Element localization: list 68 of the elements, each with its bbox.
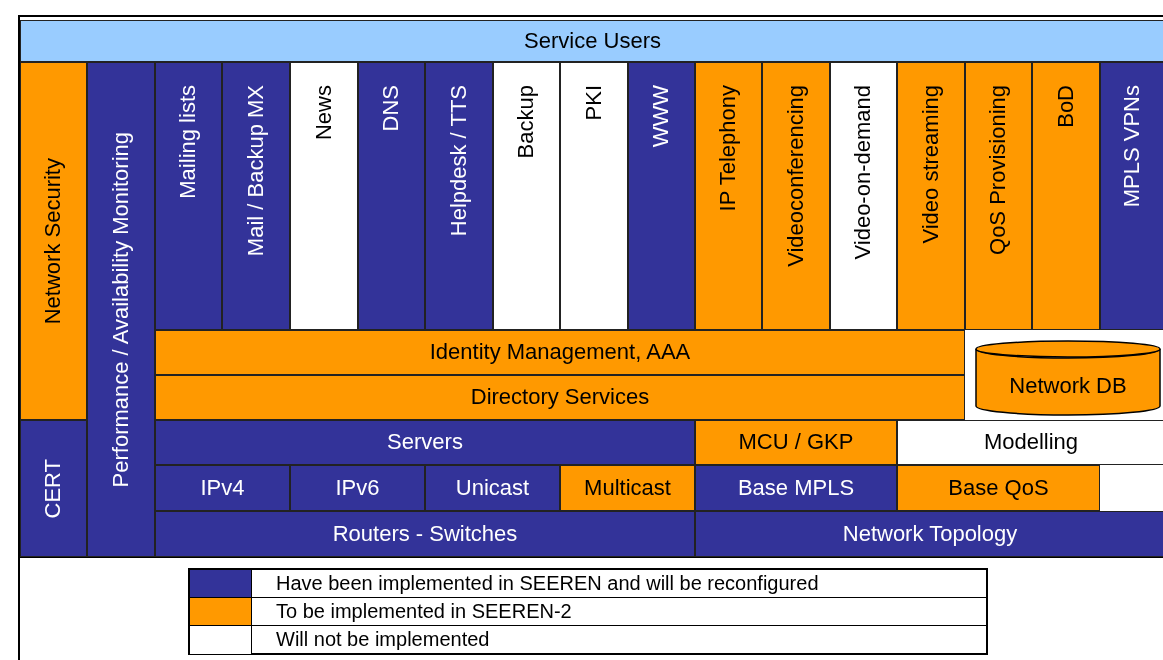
block-label: Service Users (524, 28, 661, 54)
block-label: QoS Provisioning (986, 85, 1011, 255)
block-label: Performance / Availability Monitoring (108, 131, 134, 488)
legend-text: To be implemented in SEEREN-2 (276, 600, 572, 623)
service-column (20, 420, 87, 557)
service-column (1100, 62, 1163, 330)
layer-block (897, 465, 1100, 511)
block-label: Unicast (455, 475, 530, 501)
layer-band (20, 20, 1163, 62)
block-label: Routers - Switches (332, 521, 518, 547)
service-column (830, 62, 897, 330)
layer-block (155, 375, 965, 420)
legend-text: Have been implemented in SEEREN and will be reconfigured (276, 572, 819, 595)
service-column (20, 62, 87, 420)
layer-block (695, 420, 897, 465)
block-label: Modelling (983, 430, 1079, 455)
layer-block (290, 465, 425, 511)
service-column (762, 62, 830, 330)
block-label: CERT (41, 458, 66, 519)
service-column (560, 62, 628, 330)
layer-block (695, 465, 897, 511)
block-label: IP Telephony (716, 85, 741, 212)
block-label: Servers (387, 430, 463, 455)
block-label: Base MPLS (737, 475, 855, 501)
layer-block (695, 511, 1163, 557)
service-column (628, 62, 695, 330)
block-label: News (311, 85, 337, 140)
block-label: Base QoS (948, 475, 1049, 501)
layer-block (897, 420, 1163, 465)
service-column (425, 62, 493, 330)
block-label: Network Security (41, 157, 66, 325)
layer-block (155, 511, 695, 557)
layer-block (425, 465, 560, 511)
legend-text: Will not be implemented (276, 628, 490, 651)
block-label: MPLS VPNs (1120, 85, 1145, 208)
layer-block (155, 330, 965, 375)
block-label: Backup (514, 85, 539, 159)
block-label: Identity Management, AAA (429, 340, 691, 365)
service-column (290, 62, 358, 330)
service-column (1032, 62, 1100, 330)
service-column (493, 62, 560, 330)
block-label: Network DB (1009, 373, 1127, 399)
block-label: Video streaming (918, 85, 944, 244)
block-label: Network Topology (842, 521, 1018, 547)
block-label: Mailing lists (176, 85, 201, 199)
service-column (965, 62, 1032, 330)
layer-block (155, 465, 290, 511)
block-label: BoD (1053, 85, 1079, 128)
block-label: Mail / Backup MX (243, 85, 269, 257)
block-label: PKI (581, 85, 607, 121)
service-column (155, 62, 222, 330)
layer-block (155, 420, 695, 465)
block-label: IPv6 (335, 475, 380, 501)
block-label: Videoconferencing (783, 85, 809, 267)
block-label: IPv4 (200, 475, 245, 501)
service-column (222, 62, 290, 330)
block-label: Multicast (584, 475, 671, 501)
block-label: DNS (379, 85, 404, 132)
block-label: Directory Services (470, 385, 650, 410)
block-label: MCU / GKP (738, 430, 854, 455)
block-label: Helpdesk / TTS (446, 85, 472, 237)
service-column (358, 62, 425, 330)
service-column (87, 62, 155, 557)
service-column (695, 62, 762, 330)
block-label: Video-on-demand (851, 85, 876, 260)
service-column (897, 62, 965, 330)
layer-block (560, 465, 695, 511)
block-label: WWW (649, 85, 674, 148)
